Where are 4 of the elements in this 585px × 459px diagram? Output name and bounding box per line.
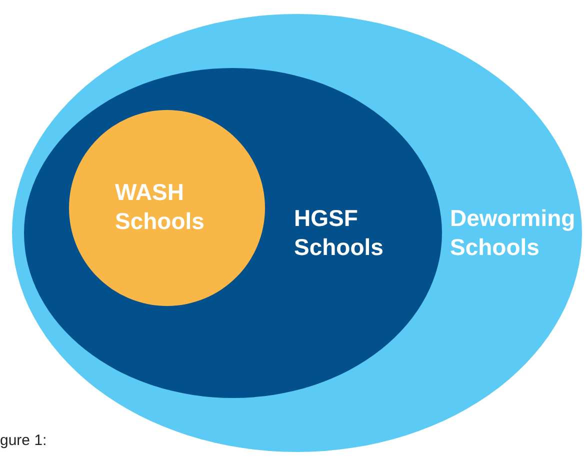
set-label: Deworming Schools <box>450 204 576 262</box>
figure-caption: gure 1: <box>0 432 47 449</box>
set-label: HGSF Schools <box>294 204 384 262</box>
set-label: WASH Schools <box>115 178 206 236</box>
